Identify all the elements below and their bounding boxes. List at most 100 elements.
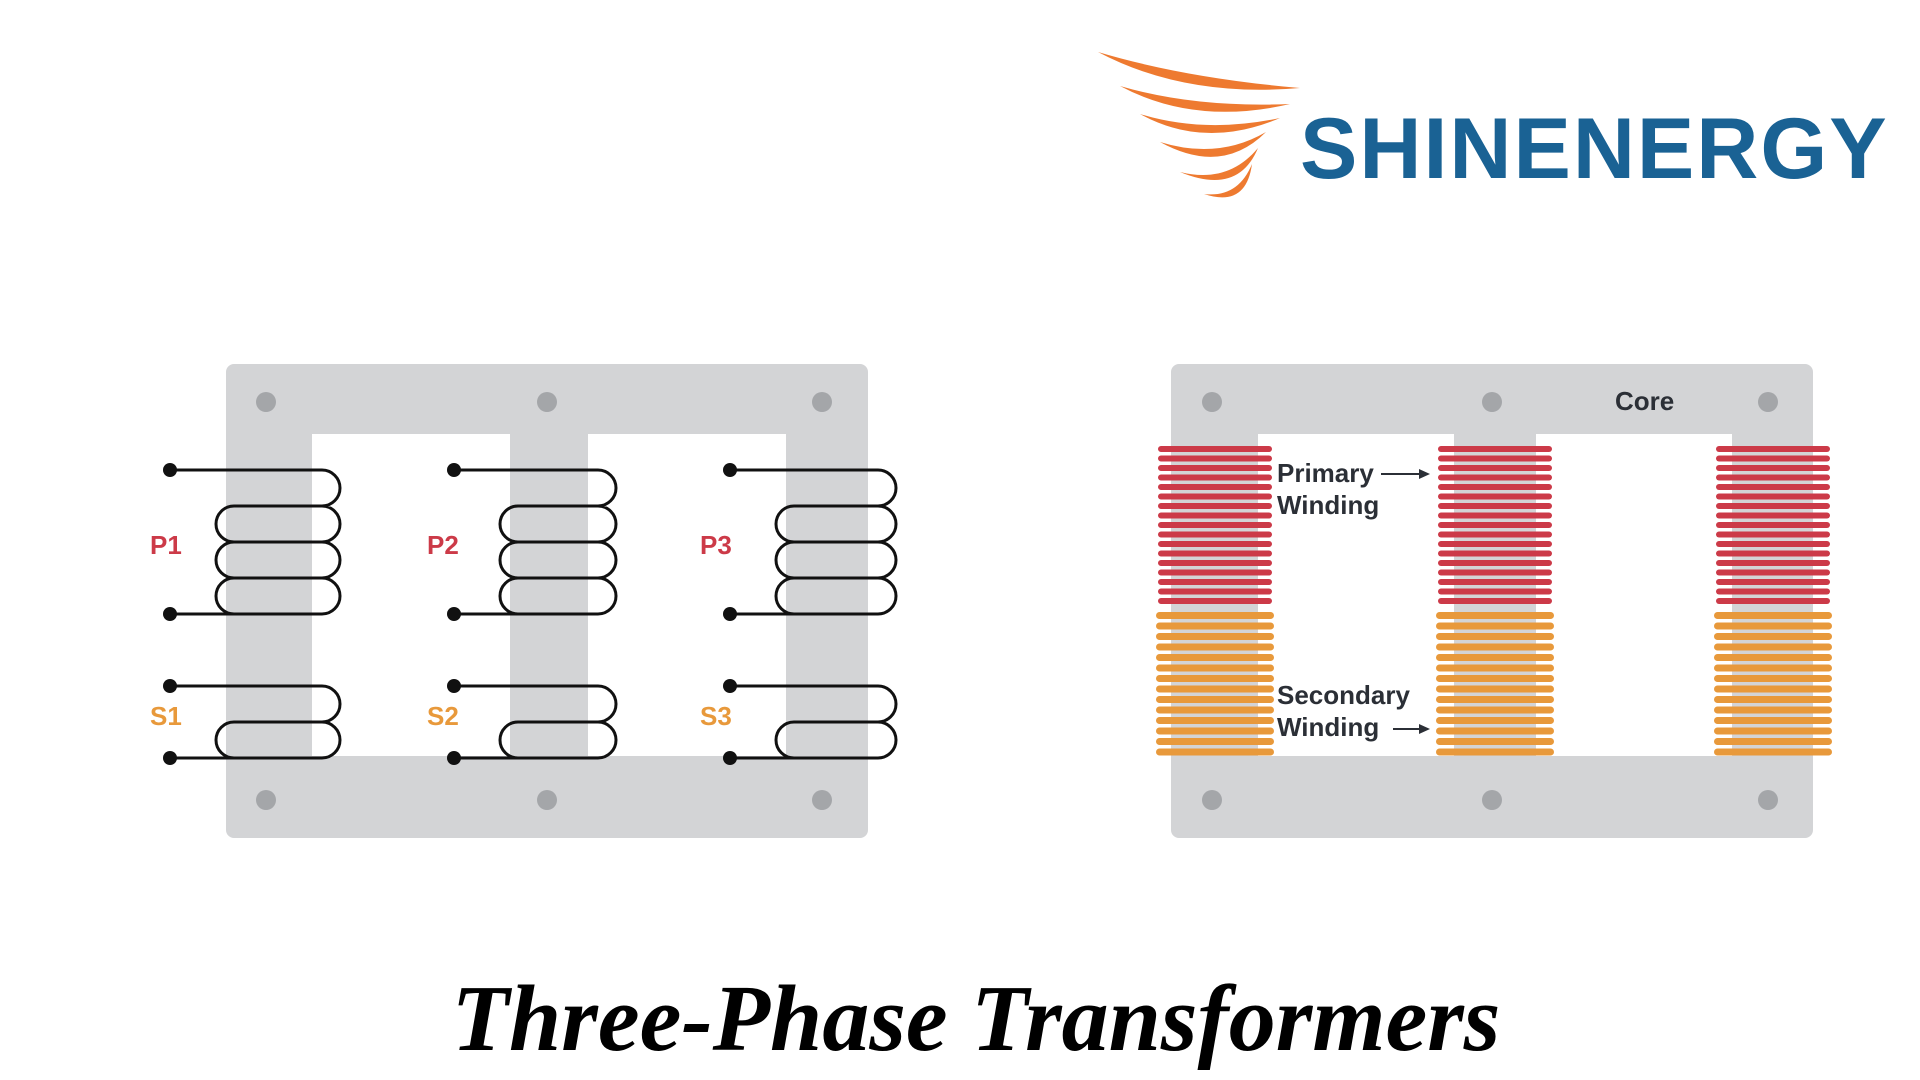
- page-title: Three-Phase Transformers: [452, 967, 1501, 1071]
- coil-wire: [730, 468, 898, 616]
- secondary-turn: [1436, 727, 1554, 735]
- secondary-turn: [1714, 664, 1832, 672]
- primary-winding-arrow: [1381, 469, 1430, 479]
- bolt: [812, 392, 832, 412]
- primary-turn: [1716, 474, 1830, 481]
- primary-turn: [1716, 598, 1830, 604]
- primary-turn: [1438, 455, 1552, 462]
- coil-wire: [170, 468, 342, 616]
- secondary-turn: [1156, 685, 1274, 693]
- primary-turn: [1158, 455, 1272, 462]
- winding-stack-left: [1156, 446, 1274, 756]
- primary-turn: [1158, 550, 1272, 557]
- secondary-turn: [1156, 675, 1274, 682]
- primary-turn: [1438, 541, 1552, 547]
- phase-1-primary-label: P1: [150, 530, 182, 560]
- primary-turn: [1716, 531, 1830, 538]
- coil-right-secondary: [723, 679, 898, 765]
- primary-turn: [1158, 493, 1272, 500]
- secondary-turn: [1156, 612, 1274, 619]
- bolt: [537, 392, 557, 412]
- primary-turn: [1158, 531, 1272, 538]
- coil-wire: [170, 684, 342, 760]
- primary-turn: [1438, 493, 1552, 500]
- terminal-dot: [447, 463, 461, 477]
- primary-winding-label-line2: Winding: [1277, 490, 1379, 520]
- coil-left-secondary: [163, 679, 342, 765]
- secondary-turn: [1714, 612, 1832, 619]
- coil-left-primary: [163, 463, 342, 621]
- primary-turn: [1716, 588, 1830, 595]
- primary-turn: [1438, 503, 1552, 509]
- terminal-dot: [163, 607, 177, 621]
- secondary-turn: [1436, 633, 1554, 640]
- bolt: [256, 392, 276, 412]
- coil-middle-secondary: [447, 679, 618, 765]
- primary-turn: [1438, 531, 1552, 538]
- terminal-dot: [447, 751, 461, 765]
- coil-middle-primary: [447, 463, 618, 621]
- secondary-turn: [1436, 654, 1554, 661]
- brand-name: SHINENERGY: [1300, 101, 1889, 197]
- secondary-turn: [1714, 748, 1832, 756]
- primary-turn: [1438, 474, 1552, 481]
- phase-1-secondary-label: S1: [150, 701, 182, 731]
- secondary-turn: [1156, 654, 1274, 661]
- primary-turn: [1438, 550, 1552, 557]
- primary-turn: [1158, 446, 1272, 452]
- phase-2-primary-label: P2: [427, 530, 459, 560]
- secondary-turn: [1714, 675, 1832, 682]
- primary-turn: [1158, 484, 1272, 490]
- primary-turn: [1158, 465, 1272, 471]
- phase-labels: P1 P2 P3 S1 S2 S3: [150, 530, 732, 731]
- primary-turn: [1438, 522, 1552, 528]
- primary-turn: [1158, 579, 1272, 585]
- bolt: [1758, 392, 1778, 412]
- secondary-turn: [1714, 633, 1832, 640]
- bolt: [537, 790, 557, 810]
- secondary-turn: [1436, 622, 1554, 630]
- primary-turn: [1438, 569, 1552, 576]
- primary-turn: [1438, 465, 1552, 471]
- secondary-turn: [1436, 717, 1554, 724]
- primary-turn: [1438, 579, 1552, 585]
- core-label: Core: [1615, 386, 1674, 416]
- schematic-transformer: P1 P2 P3 S1 S2 S3: [150, 364, 898, 838]
- secondary-turn: [1156, 727, 1274, 735]
- phase-3-primary-label: P3: [700, 530, 732, 560]
- primary-turn: [1158, 503, 1272, 509]
- primary-turn: [1716, 503, 1830, 509]
- terminal-dot: [163, 751, 177, 765]
- secondary-turn: [1714, 717, 1832, 724]
- primary-turn: [1158, 522, 1272, 528]
- physical-transformer: Core Primary Winding Secondary Winding: [1156, 364, 1832, 838]
- terminal-dot: [723, 751, 737, 765]
- primary-turn: [1716, 446, 1830, 452]
- bolt: [1482, 790, 1502, 810]
- secondary-turn: [1436, 738, 1554, 745]
- primary-turn: [1158, 569, 1272, 576]
- phase-3-secondary-label: S3: [700, 701, 732, 731]
- primary-turn: [1716, 455, 1830, 462]
- secondary-turn: [1714, 738, 1832, 745]
- terminal-dot: [723, 463, 737, 477]
- terminal-dot: [163, 463, 177, 477]
- bolt: [1758, 790, 1778, 810]
- secondary-turn: [1714, 727, 1832, 735]
- primary-turn: [1716, 465, 1830, 471]
- secondary-turn: [1436, 696, 1554, 703]
- secondary-winding-label-line1: Secondary: [1277, 680, 1410, 710]
- secondary-turn: [1436, 706, 1554, 714]
- schematic-coils: [163, 463, 898, 765]
- secondary-turn: [1156, 622, 1274, 630]
- secondary-turn: [1156, 706, 1274, 714]
- primary-turn: [1716, 560, 1830, 566]
- secondary-turn: [1156, 696, 1274, 703]
- primary-turn: [1158, 474, 1272, 481]
- physical-windings: [1156, 446, 1832, 756]
- physical-bolts: [1202, 392, 1778, 810]
- primary-turn: [1716, 512, 1830, 519]
- secondary-turn: [1714, 696, 1832, 703]
- winding-stack-right: [1714, 446, 1832, 756]
